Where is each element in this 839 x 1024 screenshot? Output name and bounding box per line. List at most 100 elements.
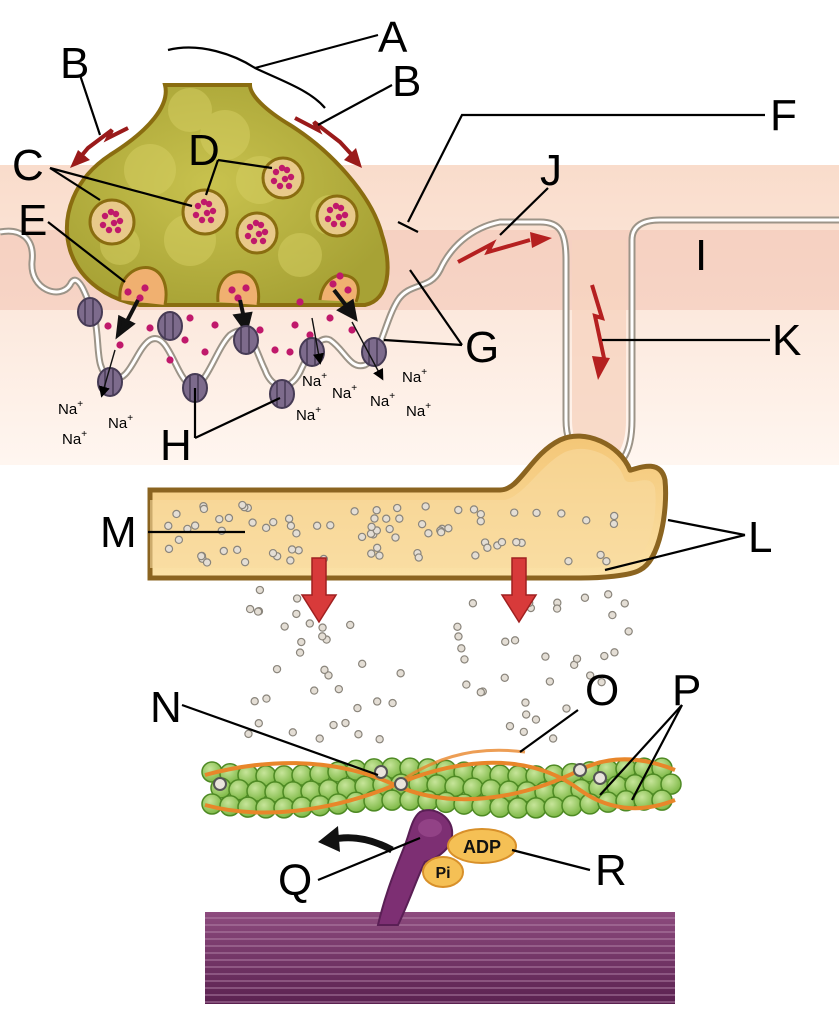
acetylcholine-dot	[166, 356, 174, 364]
acetylcholine-dot	[286, 348, 294, 356]
ach-receptors	[77, 297, 387, 409]
calcium-ion	[292, 609, 301, 619]
nerve-impulse-arrowhead-left	[70, 150, 90, 168]
calcium-ion	[469, 505, 479, 514]
calcium-ion	[421, 502, 430, 511]
calcium-ion	[372, 506, 381, 515]
neurotransmitter-dot	[335, 213, 343, 221]
tropomyosin-strand-2	[204, 760, 676, 815]
calcium-ion	[500, 673, 509, 683]
calcium-ion	[341, 718, 350, 728]
neurotransmitter-dot	[330, 220, 338, 228]
acetylcholine-dot	[306, 331, 314, 339]
acetylcholine-dot	[146, 324, 154, 332]
calcium-ion	[585, 671, 595, 680]
sodium-ion-label: Na+	[402, 367, 427, 386]
calcium-ion	[557, 509, 566, 518]
calcium-ion	[548, 734, 558, 743]
calcium-ion	[519, 727, 529, 737]
acetylcholine-dot	[296, 298, 304, 306]
label-d: D	[188, 126, 220, 175]
calcium-ion	[248, 518, 257, 527]
calcium-ion	[318, 632, 327, 641]
calcium-ion	[468, 599, 478, 608]
neurotransmitter-dot	[270, 177, 278, 185]
adp-molecule	[447, 828, 517, 864]
receptor-body	[361, 337, 387, 367]
calcium-ion	[483, 543, 492, 552]
calcium-ion	[510, 508, 519, 517]
calcium-ion	[532, 508, 541, 518]
neurotransmitter-dot	[244, 232, 252, 240]
label-g: G	[465, 323, 499, 372]
acetylcholine-dot	[186, 314, 194, 322]
calcium-ion	[262, 694, 271, 703]
neurotransmitter-dot	[250, 237, 258, 245]
neurotransmitter-dot	[326, 206, 334, 214]
acetylcholine-dot	[344, 286, 352, 294]
vesicle	[88, 198, 136, 246]
calcium-ion	[326, 521, 335, 530]
calcium-ion	[372, 543, 382, 553]
sodium-ion-label: Na+	[406, 401, 431, 420]
g-actin-bead	[201, 793, 223, 815]
calcium-ion	[582, 516, 591, 525]
calcium-ion	[334, 684, 344, 694]
sodium-ion-label: Na+	[58, 399, 83, 418]
calcium-ion	[292, 529, 301, 538]
nerve-impulse-arrowhead-right	[344, 148, 362, 168]
calcium-ion	[217, 526, 226, 535]
g-actin-bead	[381, 789, 403, 811]
calcium-ion	[476, 509, 486, 519]
neurotransmitter-dot	[337, 204, 345, 212]
receptor-channel	[233, 325, 259, 355]
vesicle	[315, 194, 359, 238]
calcium-ion	[305, 619, 314, 628]
acetylcholine-dot	[211, 321, 219, 329]
neurotransmitter-dot	[209, 207, 217, 215]
neurotransmitter-dot	[112, 210, 120, 218]
neurotransmitter-dot	[259, 237, 267, 245]
t-tubule-impulse-arrowhead	[592, 356, 610, 380]
leader-lines	[47, 33, 770, 882]
calcium-ion	[357, 532, 367, 542]
adp-label: ADP	[463, 837, 501, 857]
calcium-ion	[603, 590, 613, 599]
calcium-ion	[476, 517, 485, 526]
receptor-channel	[157, 311, 183, 341]
calcium-ion	[396, 669, 405, 678]
calcium-ion	[370, 514, 379, 523]
acetylcholine-dot	[256, 326, 264, 334]
acetylcholine-dot	[181, 336, 189, 344]
power-stroke-arrowhead	[318, 826, 340, 852]
neurotransmitter-dot	[192, 211, 200, 219]
label-f: F	[770, 91, 797, 140]
synaptic-vesicles	[88, 156, 359, 255]
receptor-channel	[77, 297, 103, 327]
receptor-body	[269, 379, 295, 409]
neurotransmitter-dot	[246, 223, 254, 231]
pi-molecule	[422, 856, 464, 888]
acetylcholine-dot	[326, 314, 334, 322]
calcium-ion	[521, 698, 530, 707]
neurotransmitter-dot	[339, 220, 347, 228]
calcium-ion	[564, 556, 573, 566]
calcium-ion	[457, 644, 466, 653]
calcium-ion	[287, 545, 297, 554]
acetylcholine-dot	[242, 284, 250, 292]
neurotransmitter-dot	[278, 164, 286, 172]
label-n: N	[150, 683, 182, 732]
receptor-body	[157, 311, 183, 341]
neurotransmitter-dot	[341, 211, 349, 219]
calcium-ion	[505, 721, 515, 731]
label-i: I	[695, 231, 707, 280]
g-actin-bead	[255, 797, 277, 819]
calcium-ion	[610, 648, 619, 657]
sodium-ions: Na+Na+Na+Na+Na+Na+Na+Na+Na+	[58, 367, 431, 448]
neurotransmitter-dot	[257, 221, 265, 229]
calcium-ion	[367, 549, 376, 558]
calcium-ion	[460, 655, 469, 664]
acetylcholine-dot	[234, 294, 242, 302]
calcium-ion	[375, 551, 384, 560]
sodium-ion-label: Na+	[302, 371, 327, 390]
